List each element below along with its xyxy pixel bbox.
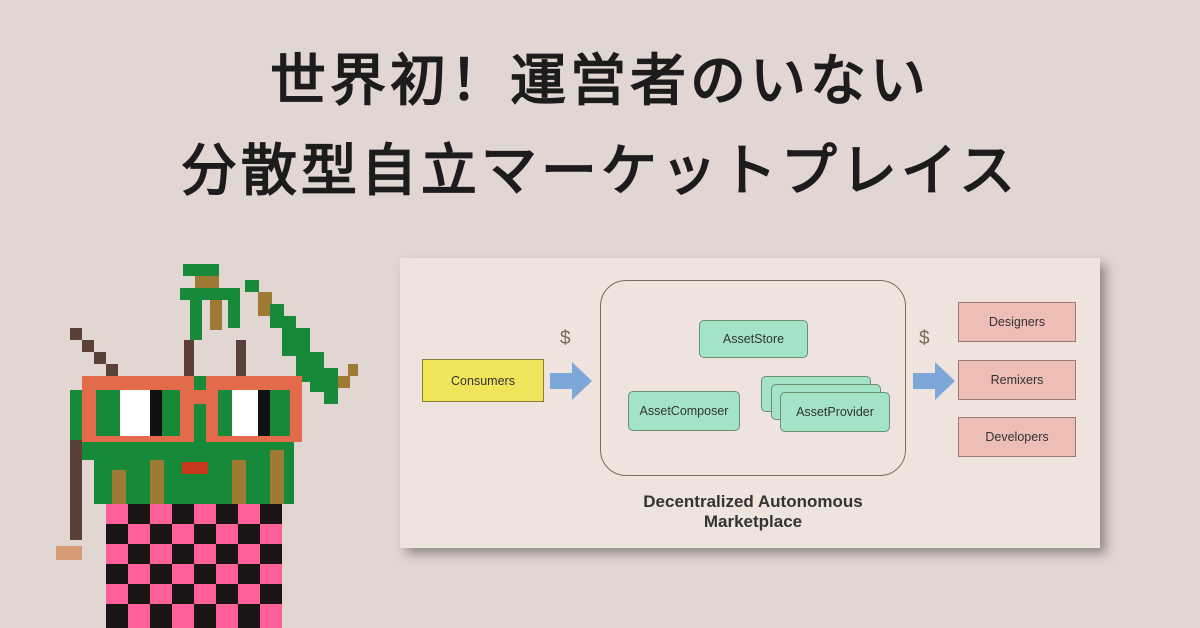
dollar-out-label: $	[919, 328, 930, 349]
arrow-right-icon	[550, 362, 592, 400]
arrow-right-icon	[913, 362, 955, 400]
asset-provider-box: AssetProvider	[780, 392, 890, 432]
title-line-1: 世界初！運営者のいない	[270, 49, 930, 114]
diagram-caption: Decentralized Autonomous Marketplace	[643, 492, 863, 531]
asset-composer-box: AssetComposer	[628, 391, 740, 431]
marketplace-frame	[600, 280, 906, 476]
diagram-card: Consumers $ AssetStore AssetComposer Ass…	[400, 258, 1100, 548]
role-remixers: Remixers	[958, 360, 1076, 400]
asset-store-box: AssetStore	[699, 320, 808, 358]
dollar-in-label: $	[560, 328, 571, 349]
role-designers: Designers	[958, 302, 1076, 342]
role-developers: Developers	[958, 417, 1076, 457]
consumers-box: Consumers	[422, 359, 544, 402]
pixel-art-character-icon	[56, 264, 358, 628]
title-line-2: 分散型自立マーケットプレイス	[180, 139, 1020, 204]
